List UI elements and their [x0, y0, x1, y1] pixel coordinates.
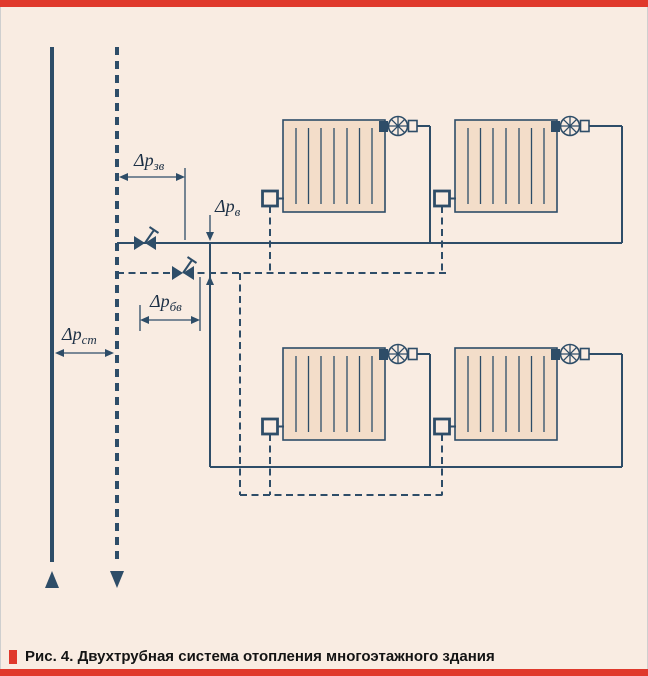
radiator-top-right — [433, 115, 591, 214]
figure-caption: Рис. 4. Двухтрубная система отопления мн… — [9, 648, 495, 665]
supply-pipes — [117, 125, 623, 468]
flow-up-arrow-icon — [45, 571, 59, 588]
radiator-bottom-right — [433, 343, 591, 442]
flow-down-arrow-icon — [110, 571, 124, 588]
bottom-red-rule — [0, 669, 648, 676]
return-valve-icon — [172, 256, 198, 280]
dimension-dp-zv: Δpзв — [119, 150, 186, 240]
dimension-dp-st: Δpст — [55, 324, 114, 357]
radiator-top-left — [261, 115, 419, 214]
label-dp-st: Δpст — [61, 324, 97, 347]
supply-valve-icon — [134, 226, 160, 250]
label-dp-v: Δpв — [214, 196, 241, 219]
label-dp-bv: Δpбв — [149, 291, 182, 314]
caption-text: Рис. 4. Двухтрубная система отопления мн… — [25, 648, 495, 665]
caption-bullet-icon — [9, 649, 17, 664]
return-riser — [110, 47, 124, 588]
return-pipes — [117, 206, 447, 496]
radiator-bottom-left — [261, 343, 419, 442]
dimension-dp-v: Δpв — [206, 196, 241, 298]
top-red-rule — [0, 0, 648, 7]
supply-riser — [45, 47, 59, 588]
dimension-dp-bv: Δpбв — [139, 277, 201, 331]
label-dp-zv: Δpзв — [133, 150, 165, 173]
